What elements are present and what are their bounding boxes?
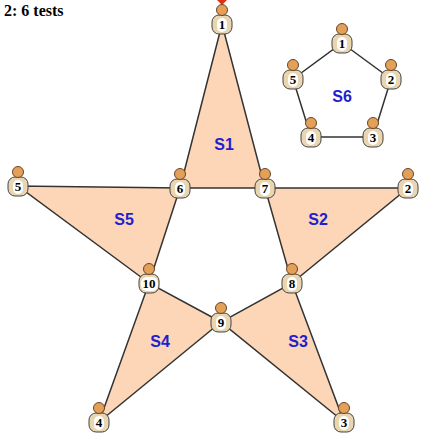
group-outline: [18, 186, 180, 283]
triangle-group: S1: [180, 24, 265, 188]
person-head: [260, 169, 271, 180]
person-head: [287, 264, 298, 275]
person-head: [368, 118, 379, 129]
triangle-group: S3: [221, 283, 344, 422]
triangle-group: S4: [99, 283, 221, 422]
group-label: S3: [288, 333, 308, 351]
person-body: [283, 70, 303, 89]
group-shape: [265, 188, 408, 283]
person-icon: [89, 403, 109, 433]
person-body: [301, 128, 321, 147]
person-number: 9: [216, 316, 227, 330]
person-icon: [212, 5, 232, 35]
group-label: S4: [150, 333, 170, 351]
person-body: [170, 179, 190, 198]
person-icon: [381, 60, 401, 90]
person-number: 5: [288, 73, 299, 87]
group-shape: [18, 186, 180, 283]
person-icon: [363, 118, 383, 148]
person-number: 8: [287, 277, 298, 291]
person-head: [306, 118, 317, 129]
person-number: 3: [368, 131, 379, 145]
group-outline: [99, 283, 221, 422]
person-head: [288, 60, 299, 71]
person-body: [211, 313, 231, 332]
person-number: 6: [175, 182, 186, 196]
group-outline: [221, 283, 344, 422]
person-icon: [332, 24, 352, 54]
person-icon: [283, 60, 303, 90]
person-head: [175, 169, 186, 180]
group-shape: [293, 43, 391, 137]
group-label: S1: [214, 136, 234, 154]
person-head: [339, 403, 350, 414]
group-shape: [221, 283, 344, 422]
person-icon: [334, 403, 354, 433]
person-body: [8, 177, 28, 196]
person-number: 2: [403, 182, 414, 196]
group-label: S2: [308, 211, 328, 229]
person-number: 3: [339, 416, 350, 430]
person-body: [212, 15, 232, 34]
person-head: [217, 5, 228, 16]
group-label: S5: [114, 211, 134, 229]
person-icon: [301, 118, 321, 148]
person-head: [94, 403, 105, 414]
person-body: [363, 128, 383, 147]
person-body: [282, 274, 302, 293]
person-body: [332, 34, 352, 53]
group-shape: [99, 283, 221, 422]
diagram-title: 2: 6 tests: [4, 2, 64, 20]
person-head: [144, 264, 155, 275]
person-number: 5: [13, 180, 24, 194]
person-icon: [282, 264, 302, 294]
person-body: [334, 413, 354, 432]
person-body: [255, 179, 275, 198]
person-icon: [211, 303, 231, 333]
person-number: 1: [217, 18, 228, 32]
person-head: [337, 24, 348, 35]
person-icon: [139, 264, 159, 294]
person-icon: [398, 169, 418, 199]
person-body: [381, 70, 401, 89]
person-head: [216, 303, 227, 314]
person-body: [398, 179, 418, 198]
person-body: [139, 274, 159, 293]
person-icon: [8, 167, 28, 197]
person-number: 1: [337, 37, 348, 51]
person-head: [386, 60, 397, 71]
person-body: [89, 413, 109, 432]
person-icon: [170, 169, 190, 199]
person-head: [403, 169, 414, 180]
person-number: 4: [94, 416, 105, 430]
person-head: [13, 167, 24, 178]
group-outline: [180, 24, 265, 188]
person-number: 10: [141, 277, 158, 291]
group-label: S6: [332, 88, 352, 106]
person-icon: [255, 169, 275, 199]
group-shape: [180, 24, 265, 188]
person-number: 7: [260, 182, 271, 196]
triangle-group: S5: [18, 186, 180, 283]
person-number: 2: [386, 73, 397, 87]
person-number: 4: [306, 131, 317, 145]
